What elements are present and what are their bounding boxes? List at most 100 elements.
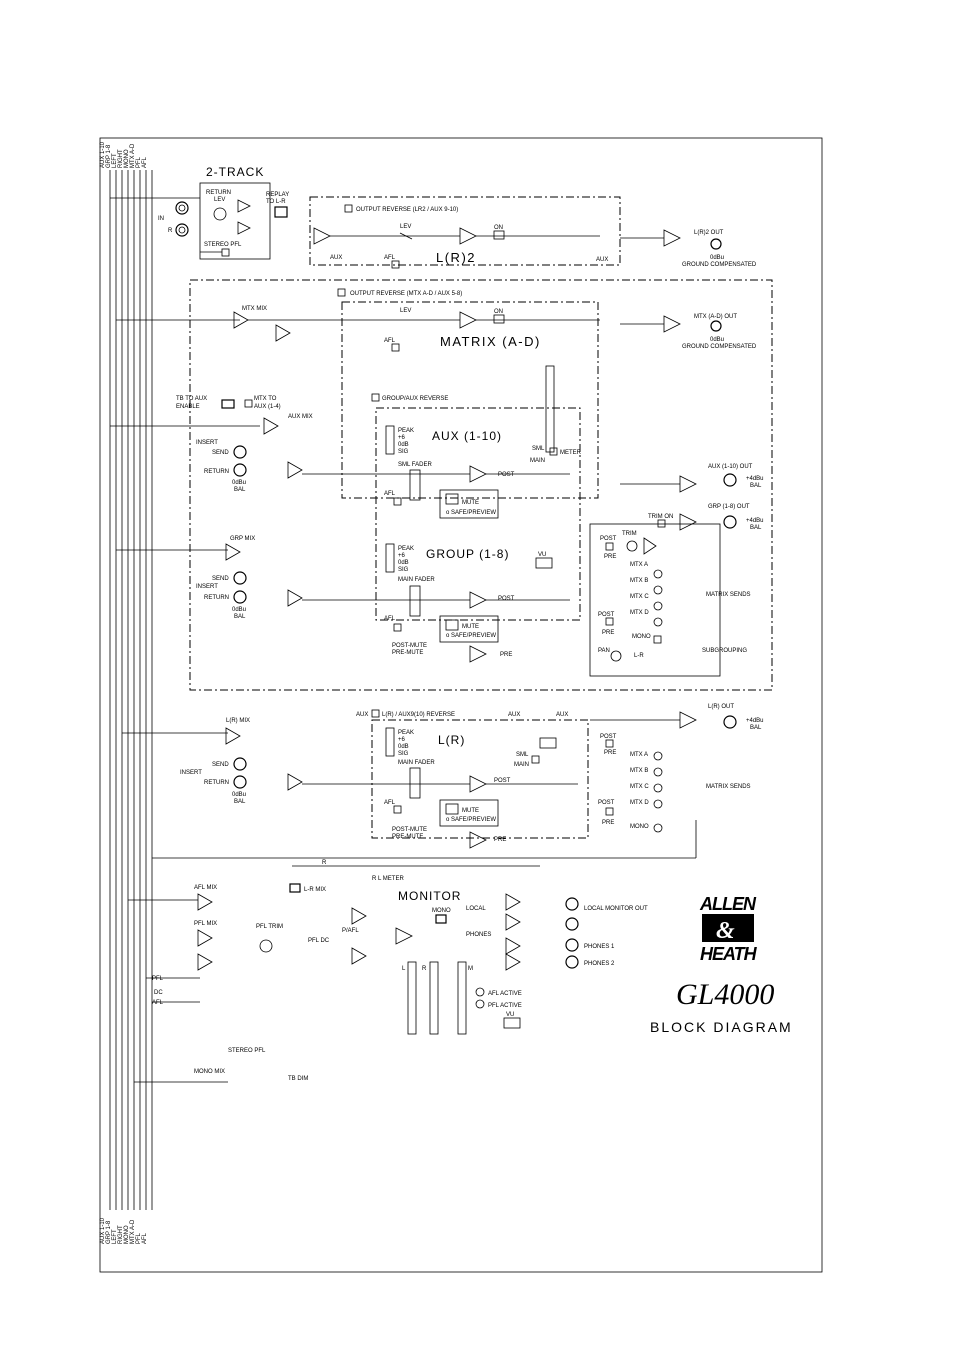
- meter-l: [407, 961, 417, 1035]
- svg-text:AFL: AFL: [384, 255, 396, 261]
- bus-label: LEFT: [112, 1229, 118, 1244]
- grp-mute-button[interactable]: [445, 619, 459, 631]
- mtx-to-aux-switch[interactable]: [244, 399, 253, 408]
- svg-text:TO L-R: TO L-R: [266, 199, 286, 205]
- svg-text:L(R) MIX: L(R) MIX: [226, 718, 250, 724]
- svg-text:PEAK: PEAK: [398, 428, 414, 434]
- pfl-trim-knob[interactable]: [259, 939, 273, 953]
- svg-text:MTX C: MTX C: [630, 784, 649, 790]
- svg-text:+6: +6: [398, 737, 406, 743]
- svg-text:L-R: L-R: [634, 653, 644, 659]
- svg-text:OUTPUT REVERSE (MTX A-D / AUX: OUTPUT REVERSE (MTX A-D / AUX 5-8): [350, 291, 462, 297]
- svg-text:o SAFE/PREVIEW: o SAFE/PREVIEW: [446, 633, 496, 639]
- lr-fader[interactable]: [409, 767, 421, 799]
- svg-text:STEREO PFL: STEREO PFL: [204, 242, 242, 248]
- svg-text:o SAFE/PREVIEW: o SAFE/PREVIEW: [446, 510, 496, 516]
- meter-switch[interactable]: [549, 447, 558, 456]
- svg-text:GROUND COMPENSATED: GROUND COMPENSATED: [682, 344, 757, 350]
- input-jack-l: [175, 201, 189, 215]
- svg-text:BAL: BAL: [750, 483, 762, 489]
- bus-lines: [109, 170, 260, 1210]
- svg-text:POST: POST: [598, 612, 615, 618]
- svg-text:PRE-MUTE: PRE-MUTE: [392, 834, 423, 840]
- svg-text:INSERT: INSERT: [180, 770, 202, 776]
- svg-text:LEV: LEV: [214, 197, 225, 203]
- mono-switch[interactable]: [435, 914, 447, 924]
- tb-to-aux-switch[interactable]: [221, 399, 235, 409]
- bus-labels-bottom: AUX 1-10 GRP 1-8 LEFT RIGHT MONO MTX A-D…: [100, 1217, 148, 1244]
- aux-mute-button[interactable]: [445, 493, 459, 505]
- svg-text:MAIN: MAIN: [530, 458, 545, 464]
- svg-text:PFL ACTIVE: PFL ACTIVE: [488, 1003, 522, 1009]
- svg-text:POST: POST: [598, 800, 615, 806]
- bus-label: RIGHT: [118, 149, 124, 168]
- svg-text:METER: METER: [560, 450, 582, 456]
- svg-text:MATRIX SENDS: MATRIX SENDS: [706, 784, 751, 790]
- svg-text:TRIM: TRIM: [622, 531, 637, 537]
- svg-text:INSERT: INSERT: [196, 584, 218, 590]
- lr-mute-button[interactable]: [445, 803, 459, 815]
- lr-return-jack: [233, 775, 247, 789]
- aux-fader[interactable]: [409, 469, 421, 501]
- svg-text:L(R)2 OUT: L(R)2 OUT: [694, 230, 724, 236]
- svg-text:MONO: MONO: [632, 634, 651, 640]
- replay-switch[interactable]: [274, 206, 288, 218]
- bus-label: AUX 1-10: [100, 141, 106, 168]
- svg-text:L(R) / AUX9(10) REVERSE: L(R) / AUX9(10) REVERSE: [382, 712, 455, 718]
- lr-section: AUX L(R) / AUX9(10) REVERSE AUX AUX L(R)…: [152, 704, 764, 859]
- svg-text:INSERT: INSERT: [196, 440, 218, 446]
- svg-text:HEATH: HEATH: [700, 944, 758, 964]
- svg-text:AUX (1-4): AUX (1-4): [254, 404, 281, 410]
- bus-label: MTX A-D: [130, 1219, 136, 1244]
- svg-text:AUX: AUX: [556, 712, 568, 718]
- svg-text:MAIN FADER: MAIN FADER: [398, 760, 435, 766]
- svg-text:R: R: [168, 228, 173, 234]
- svg-text:SIG: SIG: [398, 567, 409, 573]
- svg-text:PRE-MUTE: PRE-MUTE: [392, 650, 423, 656]
- lr2-section: OUTPUT REVERSE (LR2 / AUX 9-10) LEV ON A…: [309, 196, 757, 269]
- svg-text:AUX: AUX: [508, 712, 520, 718]
- grp-out-connector: [723, 515, 737, 529]
- svg-text:PEAK: PEAK: [398, 730, 414, 736]
- section-title: L(R): [438, 733, 465, 747]
- afl-active-led: [475, 987, 485, 997]
- stereo-pfl-switch[interactable]: [221, 248, 230, 257]
- group-aux-reverse-switch[interactable]: [371, 393, 380, 402]
- vu-meter: [535, 557, 553, 569]
- grp-fader[interactable]: [409, 585, 421, 617]
- svg-text:IN: IN: [158, 216, 164, 222]
- aux-section: GROUP/AUX REVERSE AUX MIX INSERT SEND RE…: [196, 301, 764, 621]
- section-title: MATRIX (A-D): [440, 334, 541, 349]
- trim-knob[interactable]: [626, 540, 638, 552]
- afl-switch[interactable]: [391, 260, 400, 269]
- svg-text:0dB: 0dB: [398, 442, 409, 448]
- svg-text:BAL: BAL: [750, 725, 762, 731]
- lr-reverse-switch[interactable]: [371, 709, 380, 718]
- section-title: GROUP (1-8): [426, 547, 509, 561]
- aux-afl-switch[interactable]: [393, 497, 402, 506]
- model-name: GL4000: [676, 978, 774, 1011]
- svg-text:AUX: AUX: [356, 712, 368, 718]
- svg-text:SUBGROUPING: SUBGROUPING: [702, 648, 747, 654]
- svg-text:LEV: LEV: [400, 308, 411, 314]
- l-r-mix-switch[interactable]: [289, 883, 301, 893]
- svg-text:TRIM ON: TRIM ON: [648, 514, 673, 520]
- svg-text:SML: SML: [516, 752, 529, 758]
- lev-knob[interactable]: [213, 207, 227, 221]
- pan-knob[interactable]: [610, 650, 622, 662]
- output-reverse-switch[interactable]: [344, 204, 353, 213]
- lr-afl-switch[interactable]: [393, 805, 402, 814]
- svg-text:AFL: AFL: [384, 491, 396, 497]
- input-jack-r: [175, 223, 189, 237]
- svg-text:RETURN: RETURN: [206, 190, 231, 196]
- grp-afl-switch[interactable]: [393, 623, 402, 632]
- bus-label: MTX A-D: [130, 143, 136, 168]
- mtx-afl-switch[interactable]: [391, 343, 400, 352]
- on-switch[interactable]: [493, 230, 505, 240]
- output-reverse-mtx-switch[interactable]: [337, 288, 346, 297]
- mtx-on-switch[interactable]: [493, 314, 505, 324]
- local-monitor-jack-r: [565, 917, 579, 931]
- trim-on-switch[interactable]: [657, 519, 666, 528]
- grp-send-jack: [233, 571, 247, 585]
